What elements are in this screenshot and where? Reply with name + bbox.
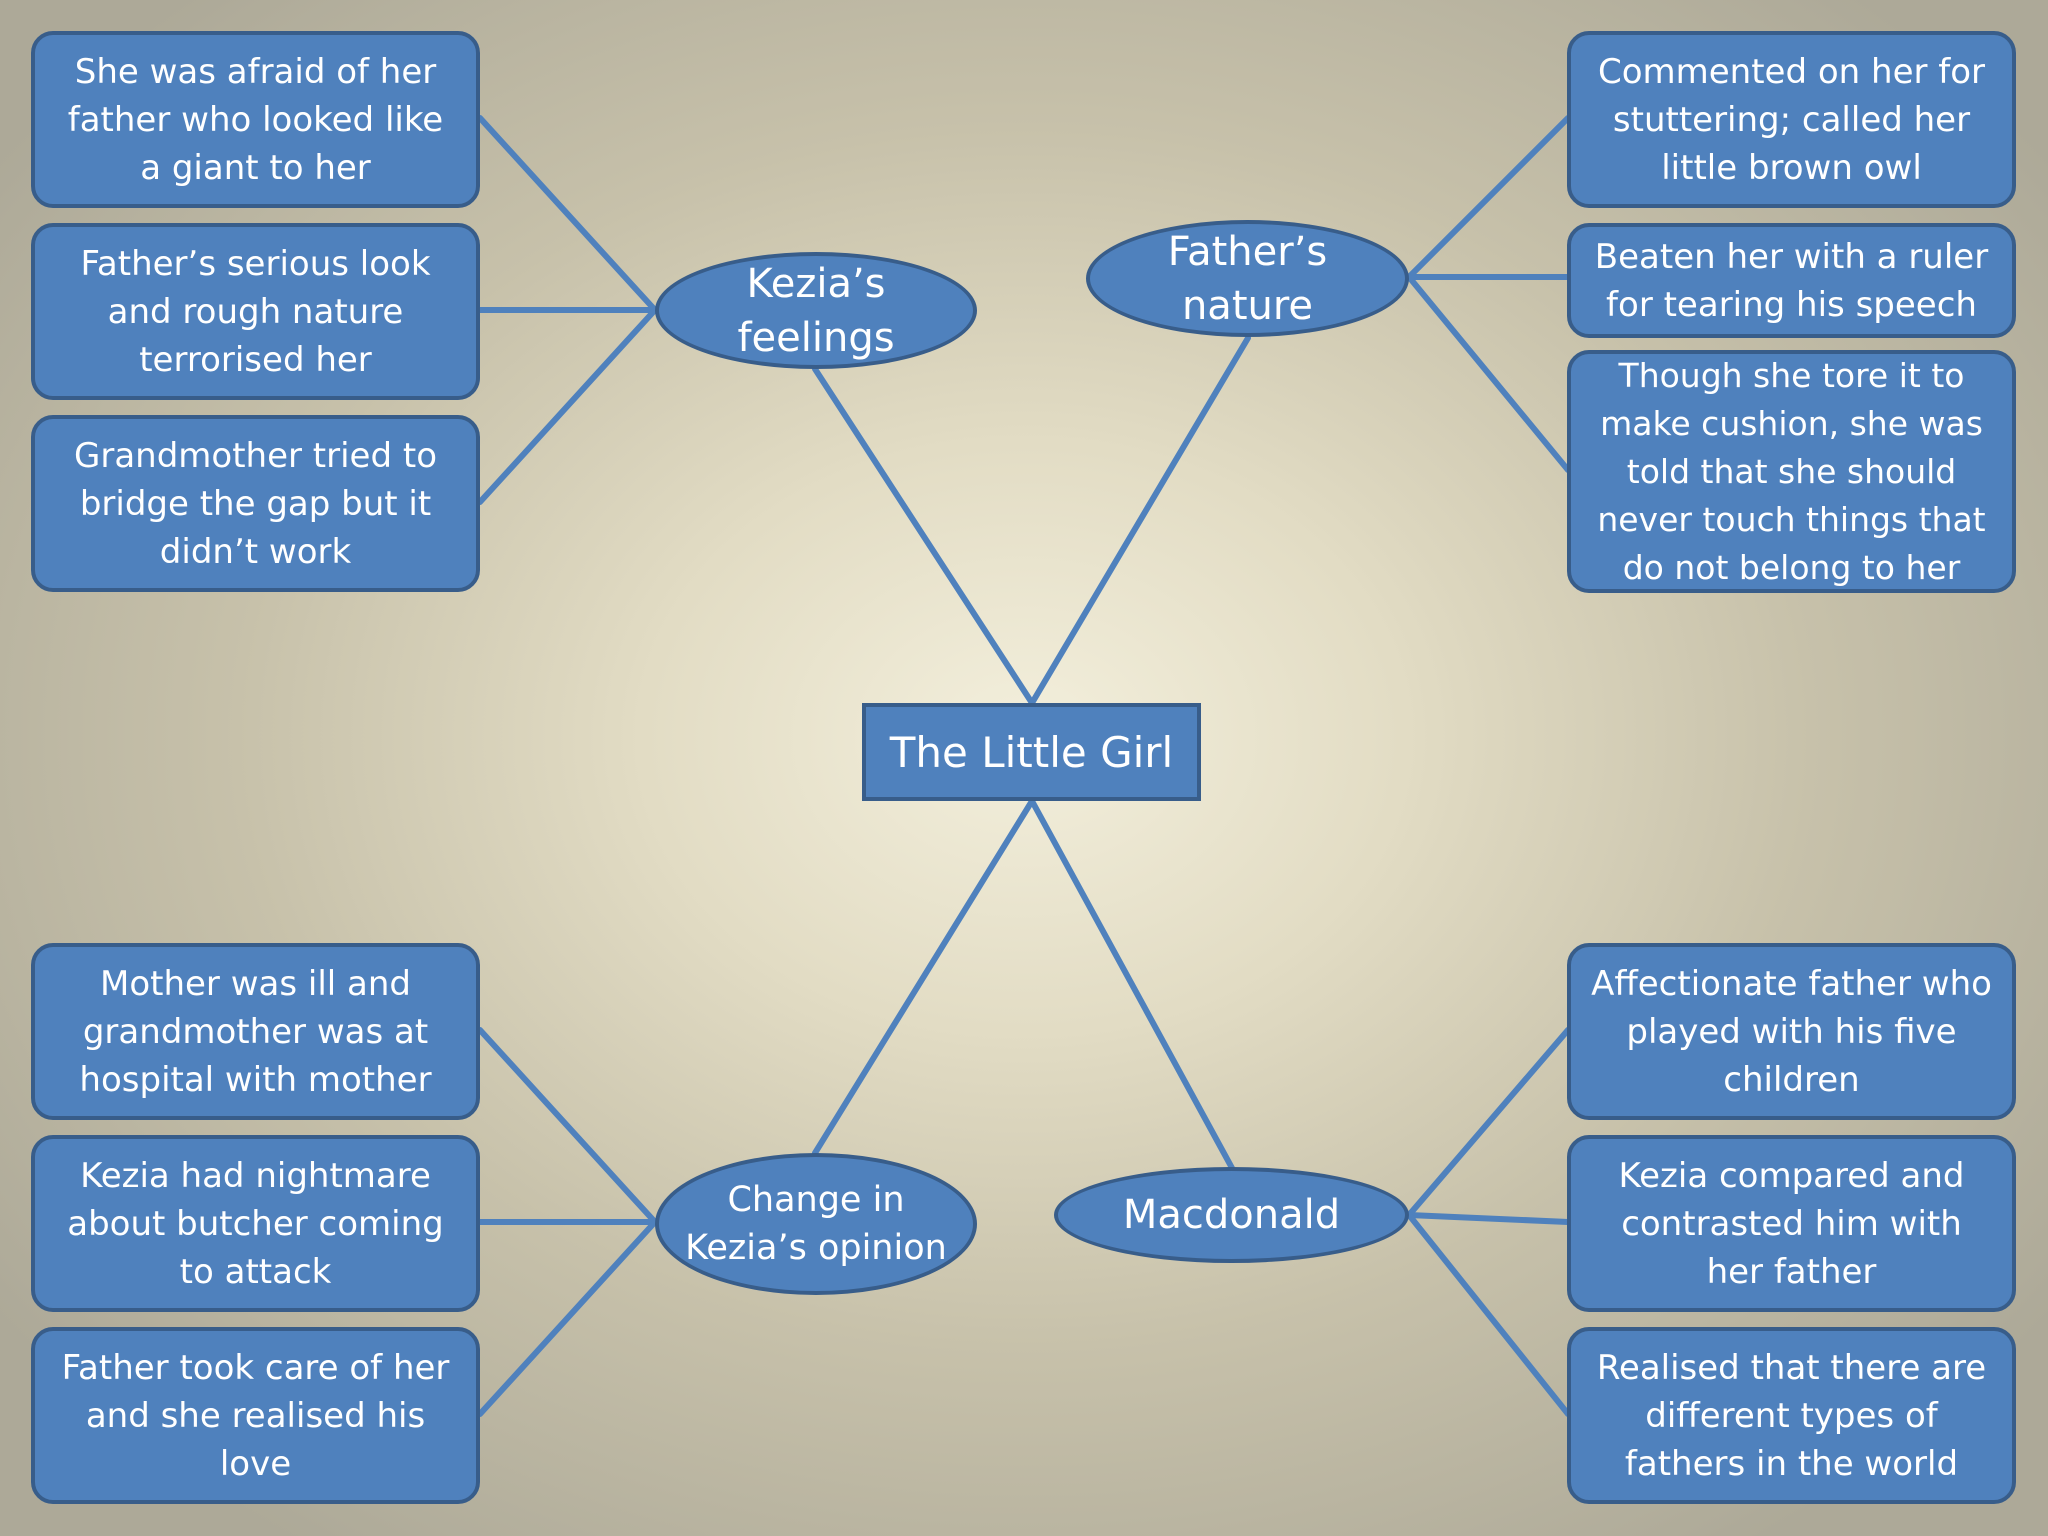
- note-text: Beaten her with a ruler for tearing his …: [1594, 236, 1989, 325]
- connector-macdonald-br3: [1406, 1212, 1571, 1417]
- connector-change-bl3: [477, 1219, 658, 1417]
- connector-macdonald-br2: [1406, 1212, 1571, 1225]
- note-box-br1: Affectionate father who played with his …: [1567, 943, 2016, 1120]
- topic-kezia-feelings: Kezia’s feelings: [655, 252, 977, 369]
- topic-fathers-nature-label: Father’s nature: [1167, 228, 1328, 329]
- note-box-bl3: Father took care of her and she realised…: [31, 1327, 480, 1504]
- note-text: Kezia compared and contrasted him with h…: [1618, 1155, 1965, 1292]
- topic-kezia-feelings-label: Kezia’s feelings: [737, 260, 895, 361]
- note-text: Commented on her for stuttering; called …: [1597, 51, 1986, 188]
- note-text: Kezia had nightmare about butcher coming…: [67, 1155, 444, 1292]
- note-text: She was afraid of her father who looked …: [67, 51, 444, 188]
- note-text: Affectionate father who played with his …: [1591, 963, 1992, 1100]
- note-box-tl1: She was afraid of her father who looked …: [31, 31, 480, 208]
- connector-change-bl1: [477, 1027, 658, 1225]
- note-text: Father took care of her and she realised…: [61, 1347, 450, 1484]
- note-box-bl1: Mother was ill and grandmother was at ho…: [31, 943, 480, 1120]
- connector-kezia-tl1: [477, 115, 658, 313]
- note-box-br2: Kezia compared and contrasted him with h…: [1567, 1135, 2016, 1312]
- center-node-label: The Little Girl: [889, 727, 1174, 777]
- topic-macdonald-label: Macdonald: [1122, 1192, 1341, 1238]
- connector-father-tr3: [1406, 274, 1571, 473]
- connector-kezia-tl3: [477, 307, 658, 505]
- note-box-tr1: Commented on her for stuttering; called …: [1567, 31, 2016, 208]
- topic-fathers-nature: Father’s nature: [1086, 220, 1409, 337]
- note-text: Grandmother tried to bridge the gap but …: [74, 435, 437, 572]
- connector-center-change-opinion: [812, 798, 1035, 1156]
- note-box-bl2: Kezia had nightmare about butcher coming…: [31, 1135, 480, 1312]
- note-box-tr2: Beaten her with a ruler for tearing his …: [1567, 223, 2016, 338]
- note-box-tl2: Father’s serious look and rough nature t…: [31, 223, 480, 400]
- note-box-tr3: Though she tore it to make cushion, she …: [1567, 350, 2016, 593]
- connector-center-macdonald: [1029, 798, 1235, 1171]
- topic-macdonald: Macdonald: [1054, 1167, 1409, 1263]
- connector-father-tr1: [1406, 115, 1571, 280]
- note-box-tl3: Grandmother tried to bridge the gap but …: [31, 415, 480, 592]
- note-box-br3: Realised that there are different types …: [1567, 1327, 2016, 1504]
- note-text: Father’s serious look and rough nature t…: [80, 243, 431, 380]
- note-text: Though she tore it to make cushion, she …: [1597, 355, 1986, 587]
- topic-change-opinion-label: Change in Kezia’s opinion: [685, 1180, 947, 1268]
- note-text: Mother was ill and grandmother was at ho…: [79, 963, 432, 1100]
- topic-change-opinion: Change in Kezia’s opinion: [655, 1153, 977, 1295]
- connector-center-fathers-nature: [1029, 335, 1251, 706]
- center-node-title: The Little Girl: [862, 703, 1201, 801]
- connector-center-kezia-feelings: [812, 366, 1035, 706]
- note-text: Realised that there are different types …: [1596, 1347, 1987, 1484]
- connector-macdonald-br1: [1406, 1027, 1571, 1218]
